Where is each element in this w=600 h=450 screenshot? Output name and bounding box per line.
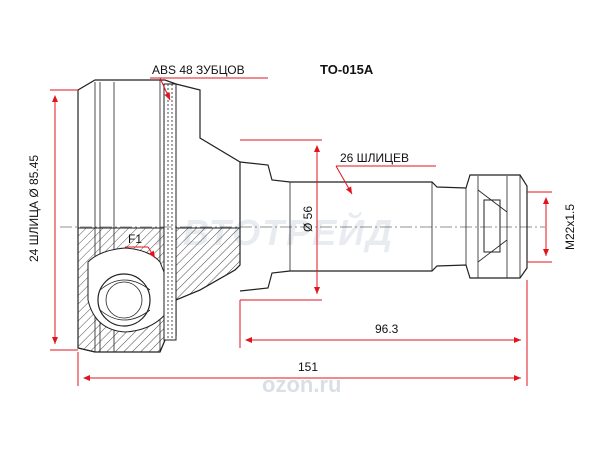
outer-splines-callout: 26 ШЛИЦЕВ (335, 151, 436, 195)
f1-callout: F1 (125, 232, 156, 259)
neck-diameter-label: Ø 56 (301, 206, 315, 232)
dimension-shaft-length: 96.3 (239, 280, 528, 348)
f1-label: F1 (128, 232, 142, 246)
dimension-housing-diameter: 24 ШЛИЦА Ø 85.45 (27, 89, 78, 351)
housing-diameter-label: 24 ШЛИЦА Ø 85.45 (27, 155, 41, 262)
thread-label: M22x1.5 (563, 204, 577, 250)
dimension-thread: M22x1.5 (527, 191, 577, 263)
abs-callout: ABS 48 ЗУБЦОВ (150, 63, 268, 101)
outer-splines-label: 26 ШЛИЦЕВ (340, 151, 409, 165)
abs-ring (163, 83, 177, 341)
shaft-length-label: 96.3 (375, 322, 399, 336)
part-number: TO-015A (320, 62, 374, 77)
total-length-label: 151 (298, 360, 318, 374)
watermark-site-logo: ozon.ru (262, 372, 341, 397)
dimension-neck-diameter: Ø 56 (240, 139, 322, 301)
watermark-site: ozon.ru (262, 372, 341, 397)
dimension-total-length: 151 (77, 348, 528, 386)
abs-label: ABS 48 ЗУБЦОВ (152, 63, 245, 77)
